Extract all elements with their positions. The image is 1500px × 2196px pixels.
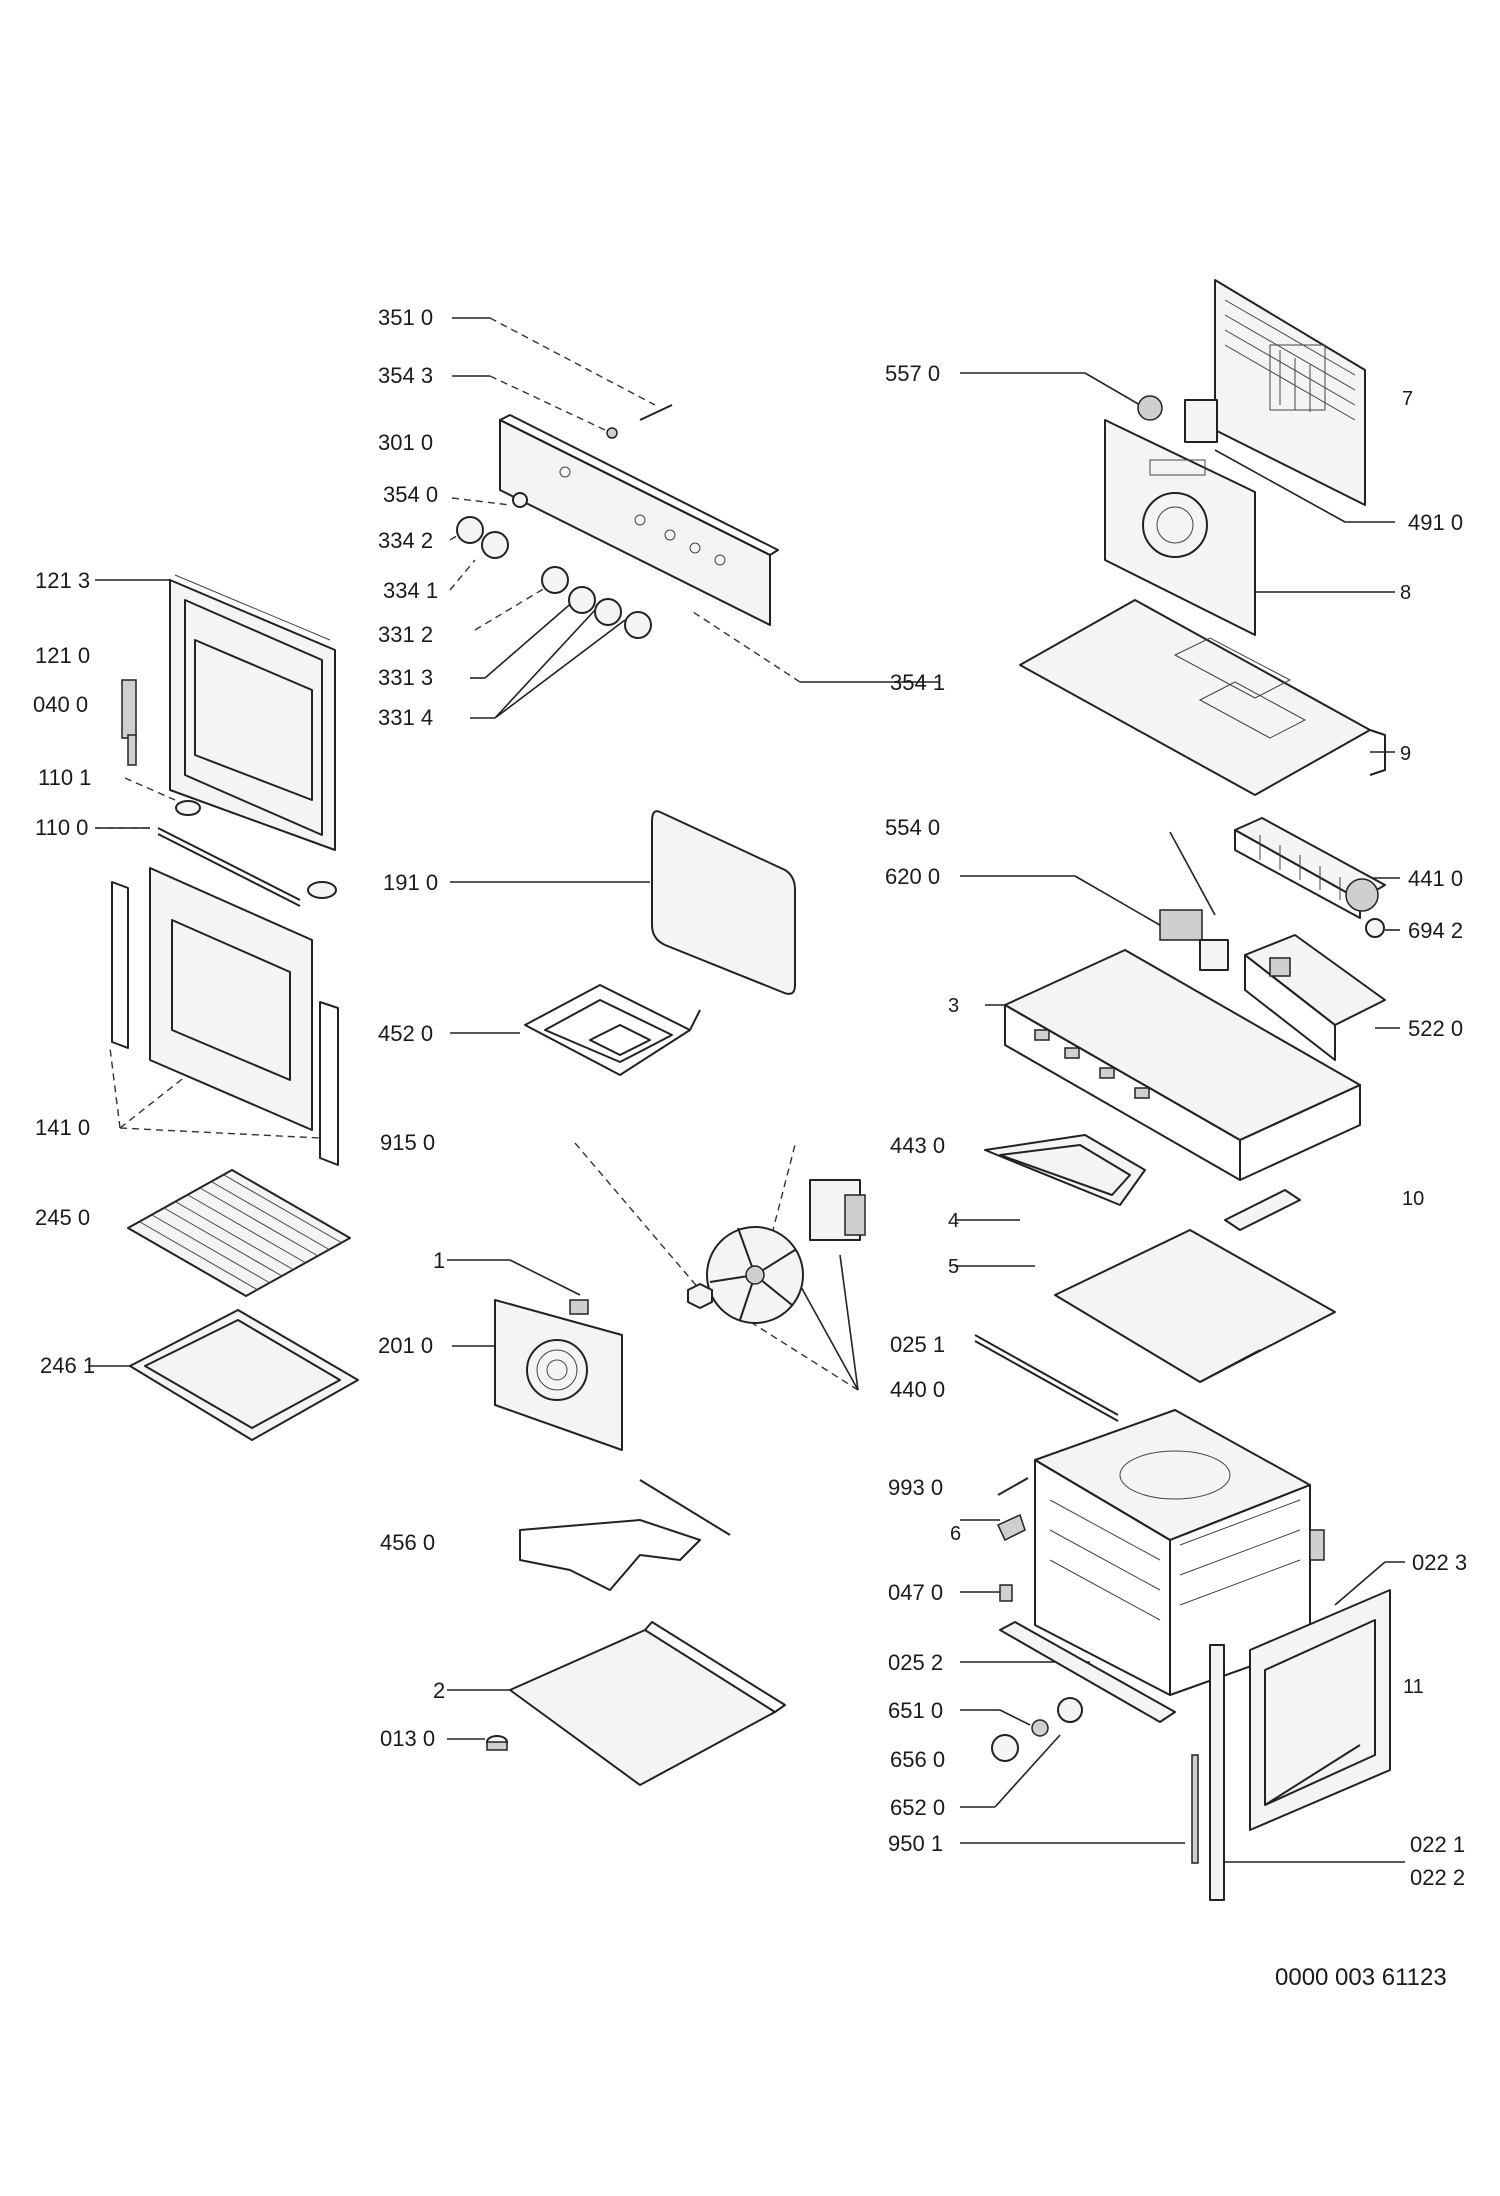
label-993-0: 993 0: [888, 1475, 943, 1500]
label-040-0: 040 0: [33, 692, 88, 717]
label-201-0: 201 0: [378, 1333, 433, 1358]
label-334-2: 334 2: [378, 528, 433, 553]
part-knobs-upper: [456, 492, 528, 559]
label-022-2: 022 2: [1410, 1865, 1465, 1890]
part-door-liner: [1249, 1589, 1391, 1831]
part-fan-motor: [809, 1179, 866, 1241]
label-4: 4: [948, 1210, 959, 1232]
part-bottom-plate: [509, 1621, 786, 1786]
part-baking-tray: [129, 1309, 359, 1441]
part-door-handle: [157, 800, 337, 907]
label-7: 7: [1402, 388, 1413, 410]
part-top-liner: [1054, 1229, 1336, 1383]
label-141-0: 141 0: [35, 1115, 90, 1140]
part-oven-door-frame: [169, 574, 336, 851]
label-331-3: 331 3: [378, 665, 433, 690]
label-3: 3: [948, 995, 959, 1017]
label-354-3: 354 3: [378, 363, 433, 388]
label-452-0: 452 0: [378, 1021, 433, 1046]
label-022-3: 022 3: [1412, 1550, 1467, 1575]
label-334-1: 334 1: [383, 578, 438, 603]
document-reference: 0000 003 61123: [1275, 1964, 1447, 1991]
part-lamp-cover: [991, 1697, 1083, 1762]
label-694-2: 694 2: [1408, 918, 1463, 943]
label-443-0: 443 0: [890, 1133, 945, 1158]
label-10: 10: [1402, 1188, 1424, 1210]
label-620-0: 620 0: [885, 864, 940, 889]
part-deflector: [984, 1134, 1146, 1206]
label-022-1: 022 1: [1410, 1832, 1465, 1857]
part-control-housing: [1004, 949, 1361, 1181]
label-013-0: 013 0: [380, 1726, 435, 1751]
label-6: 6: [950, 1523, 961, 1545]
label-5: 5: [948, 1256, 959, 1278]
label-554-0: 554 0: [885, 815, 940, 840]
part-door-glass: [111, 867, 339, 1166]
part-heating-element: [524, 984, 701, 1076]
label-331-2: 331 2: [378, 622, 433, 647]
label-121-0: 121 0: [35, 643, 90, 668]
label-11: 11: [1403, 1676, 1424, 1698]
part-control-panel: [499, 414, 779, 626]
label-354-0: 354 0: [383, 482, 438, 507]
label-656-0: 656 0: [890, 1747, 945, 1772]
part-top-plate: [1019, 599, 1386, 796]
part-foot: [486, 1735, 508, 1751]
label-491-0: 491 0: [1408, 510, 1463, 535]
label-025-1: 025 1: [890, 1332, 945, 1357]
label-915-0: 915 0: [380, 1130, 435, 1155]
label-047-0: 047 0: [888, 1580, 943, 1605]
label-354-1: 354 1: [890, 670, 945, 695]
part-tangential-fan: [1234, 817, 1386, 919]
label-025-2: 025 2: [888, 1650, 943, 1675]
part-hinge-bracket: [121, 679, 137, 766]
part-bottom-rail: [999, 1621, 1176, 1723]
part-bracket-10: [1224, 1189, 1301, 1231]
callout-labels: 121 3 121 0 040 0 110 1 110 0 141 0 245 …: [33, 305, 1467, 1991]
part-rear-panel: [1104, 419, 1256, 636]
part-fixing-screws: [997, 1477, 1029, 1602]
part-lamp-holder: [1365, 918, 1385, 938]
part-timer-module: [1244, 934, 1386, 1061]
label-121-3: 121 3: [35, 568, 90, 593]
part-thermostat: [1137, 395, 1218, 443]
part-fan-nut: [687, 1283, 713, 1309]
label-652-0: 652 0: [890, 1795, 945, 1820]
label-1: 1: [433, 1248, 445, 1273]
label-2: 2: [433, 1678, 445, 1703]
label-351-0: 351 0: [378, 305, 433, 330]
label-456-0: 456 0: [380, 1530, 435, 1555]
label-246-1: 246 1: [40, 1353, 95, 1378]
label-301-0: 301 0: [378, 430, 433, 455]
label-950-1: 950 1: [888, 1831, 943, 1856]
label-110-0: 110 0: [35, 815, 88, 840]
part-knobs-lower: [541, 566, 652, 639]
part-glass-panel: [651, 810, 796, 995]
label-651-0: 651 0: [888, 1698, 943, 1723]
part-hinge-strip: [1191, 1644, 1225, 1901]
label-245-0: 245 0: [35, 1205, 90, 1230]
label-110-1: 110 1: [38, 765, 91, 790]
label-8: 8: [1400, 582, 1411, 604]
label-557-0: 557 0: [885, 361, 940, 386]
label-441-0: 441 0: [1408, 866, 1463, 891]
part-rear-label-plate: [1214, 279, 1366, 506]
part-wire-rack: [127, 1169, 351, 1297]
label-191-0: 191 0: [383, 870, 438, 895]
label-522-0: 522 0: [1408, 1016, 1463, 1041]
part-lower-element: [519, 1479, 731, 1591]
part-side-rail: [974, 1334, 1261, 1422]
part-fan-blade: [706, 1226, 804, 1324]
part-switch-block: [1159, 909, 1229, 971]
label-440-0: 440 0: [890, 1377, 945, 1402]
label-331-4: 331 4: [378, 705, 433, 730]
part-screws: [606, 404, 673, 439]
label-9: 9: [1400, 743, 1411, 765]
part-oven-cavity: [1034, 1409, 1325, 1696]
part-fan-cover: [494, 1299, 623, 1451]
